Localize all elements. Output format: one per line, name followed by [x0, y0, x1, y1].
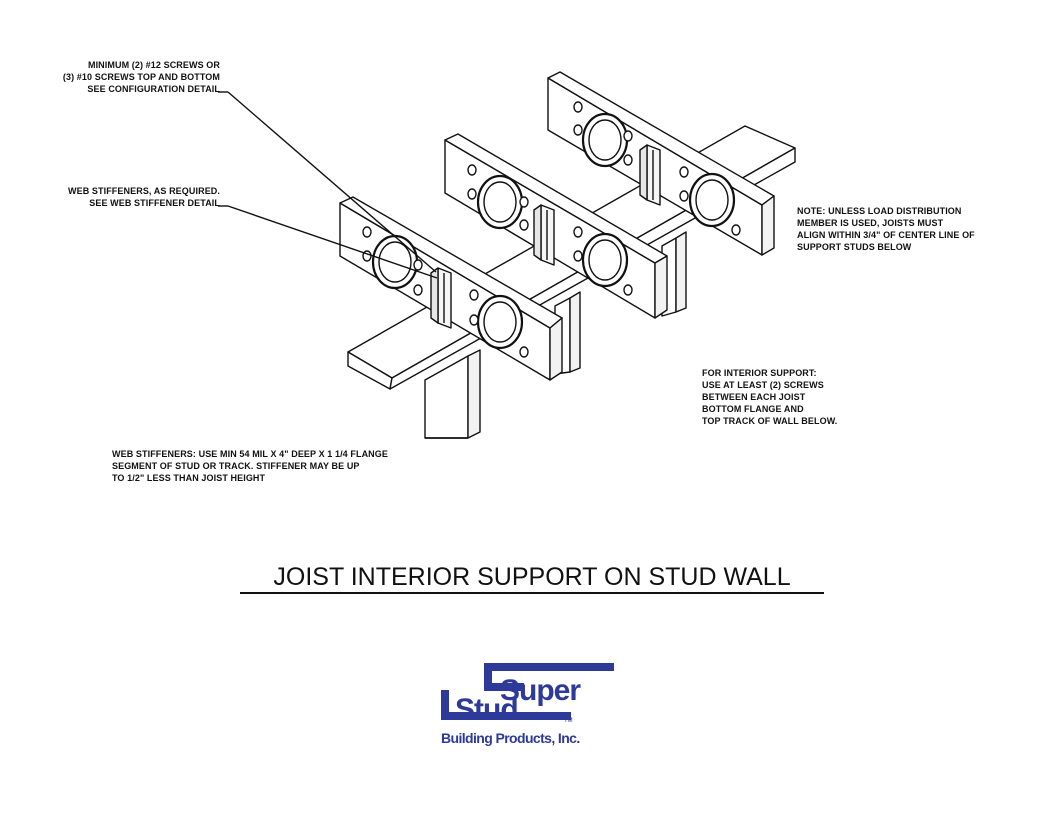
alignment-note-line: NOTE: UNLESS LOAD DISTRIBUTION: [797, 206, 962, 216]
logo-subtitle: Building Products, Inc.: [441, 730, 580, 746]
interior-support-note: FOR INTERIOR SUPPORT: USE AT LEAST (2) S…: [702, 367, 837, 427]
stiffener-spec-note-line: SEGMENT OF STUD OR TRACK. STIFFENER MAY …: [112, 461, 360, 471]
screws-note-line: (3) #10 SCREWS TOP AND BOTTOM: [62, 72, 220, 82]
drawing-title: JOIST INTERIOR SUPPORT ON STUD WALL: [240, 563, 824, 594]
interior-support-note-line: USE AT LEAST (2) SCREWS: [702, 380, 824, 390]
joist-front: [339, 196, 563, 381]
stiffener-spec-note: WEB STIFFENERS: USE MIN 54 MIL X 4" DEEP…: [112, 448, 388, 484]
interior-support-note-line: BOTTOM FLANGE AND: [702, 404, 804, 414]
web-stiffeners-note: WEB STIFFENERS, AS REQUIRED. SEE WEB STI…: [30, 185, 220, 209]
interior-support-note-line: BETWEEN EACH JOIST: [702, 392, 806, 402]
super-stud-logo: Super Stud TM: [441, 663, 614, 726]
alignment-note-line: ALIGN WITHIN 3/4" OF CENTER LINE OF: [797, 230, 975, 240]
web-stiffeners-note-line: WEB STIFFENERS, AS REQUIRED.: [68, 186, 220, 196]
alignment-note-line: SUPPORT STUDS BELOW: [797, 242, 912, 252]
logo-word-super: Super: [500, 674, 581, 707]
screws-note: MINIMUM (2) #12 SCREWS OR (3) #10 SCREWS…: [30, 59, 220, 95]
alignment-note: NOTE: UNLESS LOAD DISTRIBUTION MEMBER IS…: [797, 205, 975, 253]
screws-leader-line-diag: [227, 91, 437, 273]
interior-support-note-line: FOR INTERIOR SUPPORT:: [702, 368, 817, 378]
logo-word-stud: Stud: [455, 693, 518, 726]
web-stiffeners-note-line: SEE WEB STIFFENER DETAIL: [89, 198, 220, 208]
stiffener-spec-note-line: WEB STIFFENERS: USE MIN 54 MIL X 4" DEEP…: [112, 449, 388, 459]
alignment-note-line: MEMBER IS USED, JOISTS MUST: [797, 218, 944, 228]
stiffener-leader-line-diag: [227, 205, 438, 279]
joist-back: [547, 71, 775, 256]
logo-trademark: TM: [564, 718, 573, 724]
screws-note-line: SEE CONFIGURATION DETAIL: [87, 84, 220, 94]
wall-stud-front: [424, 349, 481, 439]
stiffener-spec-note-line: TO 1/2" LESS THAN JOIST HEIGHT: [112, 473, 266, 483]
joist-middle: [444, 133, 668, 319]
interior-support-note-line: TOP TRACK OF WALL BELOW.: [702, 416, 838, 426]
screws-note-line: MINIMUM (2) #12 SCREWS OR: [87, 60, 220, 70]
